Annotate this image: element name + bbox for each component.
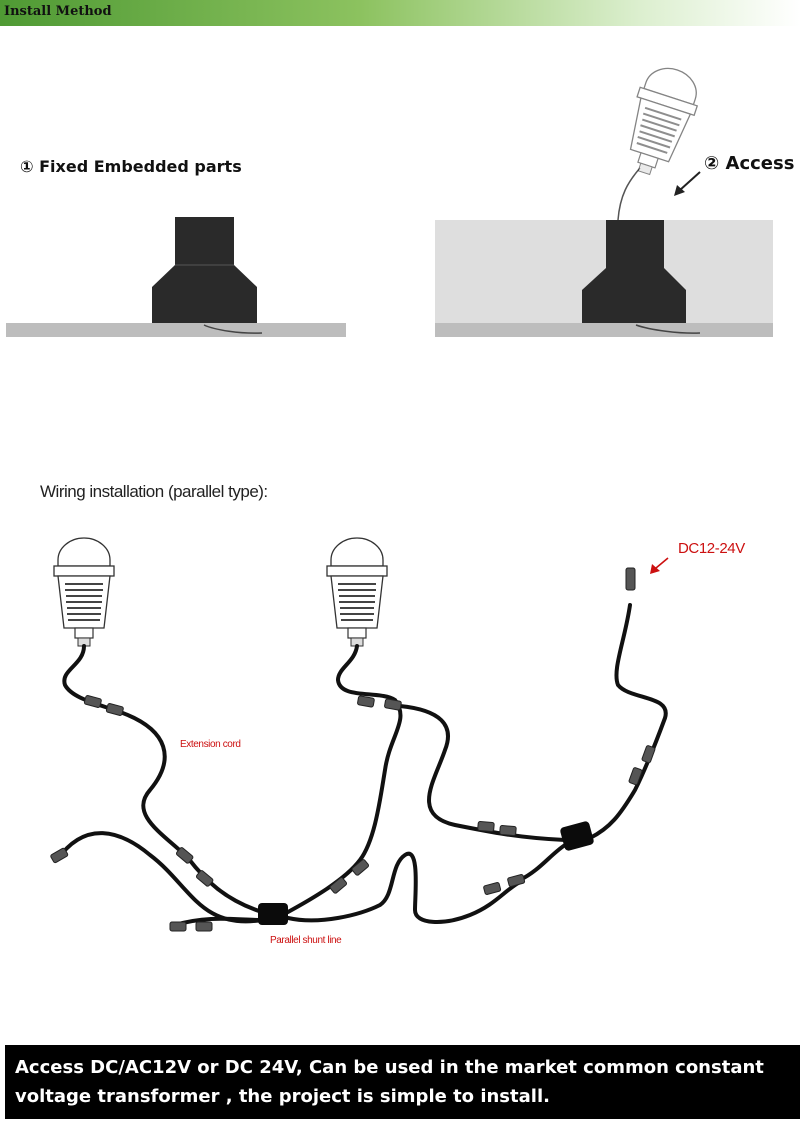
step-light-icon [326, 537, 388, 647]
step-access-label: ② Access [704, 153, 795, 174]
wire-cables [55, 603, 668, 927]
embedded-housing-icon [435, 167, 773, 337]
connector-icon [50, 567, 656, 932]
arrow-icon [650, 557, 669, 574]
step-light-icon [53, 537, 115, 647]
install-illustrations [6, 59, 773, 932]
power-input-label: DC12-24V [678, 540, 745, 557]
extension-cord-label: Extension cord [180, 739, 241, 750]
footer-text: Access DC/AC12V or DC 24V, Can be used i… [15, 1057, 764, 1107]
footer-banner: Access DC/AC12V or DC 24V, Can be used i… [5, 1045, 800, 1119]
section-title: Install Method [4, 4, 112, 19]
step-light-icon [614, 59, 707, 183]
section-header: Install Method [0, 0, 800, 26]
embedded-housing-icon [6, 217, 346, 337]
arrow-icon [674, 171, 701, 196]
parallel-shunt-label: Parallel shunt line [270, 935, 342, 946]
splitter-icon [258, 821, 594, 925]
step-fixed-embedded-label: ① Fixed Embedded parts [20, 157, 242, 176]
wiring-title: Wiring installation (parallel type): [40, 482, 268, 501]
